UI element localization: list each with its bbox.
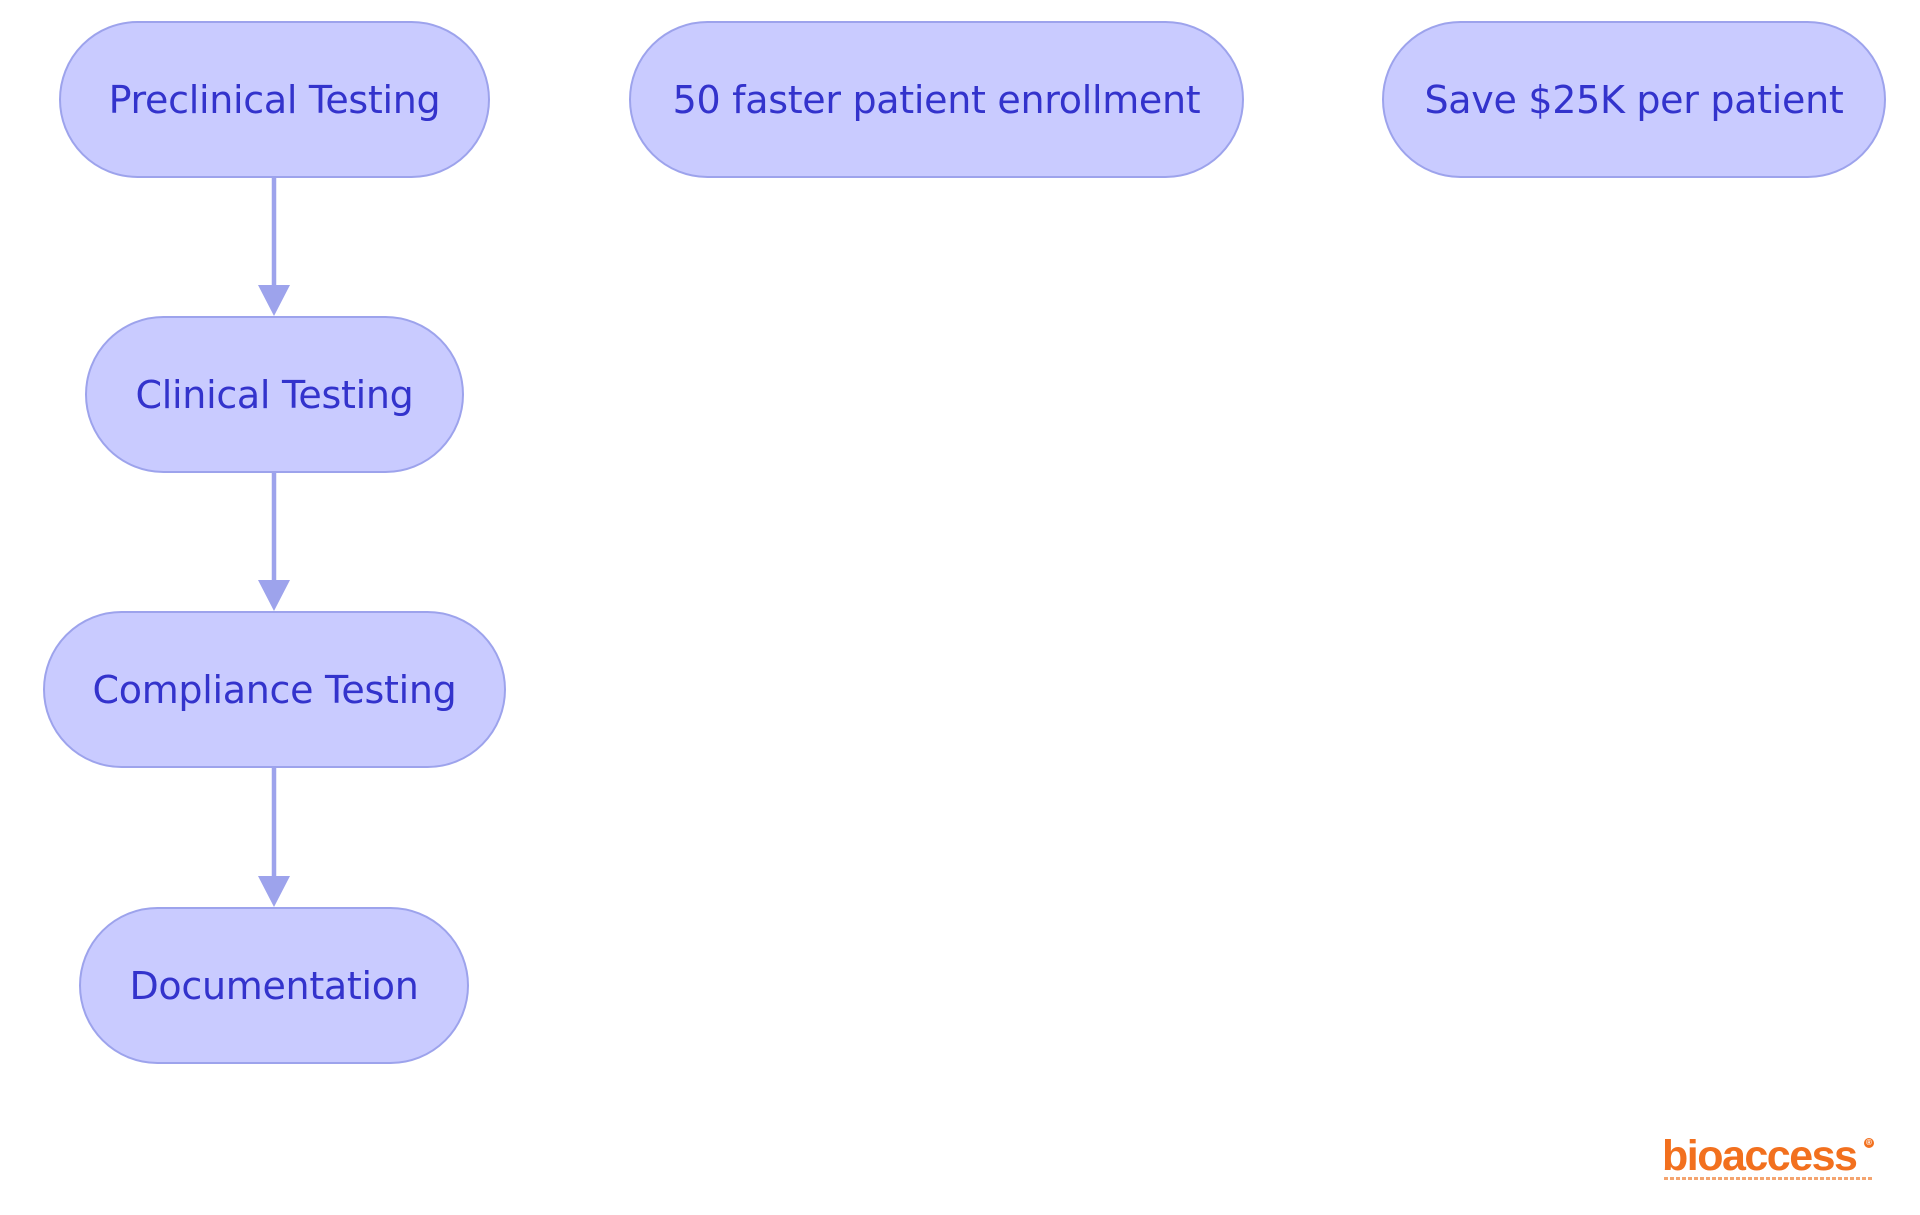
- node-cost-savings: Save $25K per patient: [1382, 21, 1886, 178]
- bioaccess-logo: bioaccess ®: [1660, 1135, 1880, 1187]
- node-label: Compliance Testing: [92, 667, 457, 712]
- arrowhead-icon: [258, 285, 290, 316]
- node-preclinical-testing: Preclinical Testing: [59, 21, 490, 178]
- arrowhead-icon: [258, 580, 290, 611]
- node-label: Save $25K per patient: [1424, 77, 1844, 122]
- logo-wordmark: bioaccess: [1662, 1132, 1858, 1180]
- logo-tagline: [1664, 1177, 1874, 1180]
- node-label: Documentation: [129, 963, 419, 1008]
- edge-preclinical-to-clinical: [258, 178, 290, 316]
- node-label: Clinical Testing: [135, 372, 414, 417]
- edge-clinical-to-compliance: [258, 473, 290, 611]
- node-documentation: Documentation: [79, 907, 469, 1064]
- registered-mark-icon: ®: [1864, 1138, 1874, 1148]
- node-label: 50 faster patient enrollment: [672, 77, 1201, 122]
- arrowhead-icon: [258, 876, 290, 907]
- node-compliance-testing: Compliance Testing: [43, 611, 506, 768]
- edge-compliance-to-documentation: [258, 768, 290, 907]
- node-label: Preclinical Testing: [108, 77, 441, 122]
- node-faster-enrollment: 50 faster patient enrollment: [629, 21, 1244, 178]
- node-clinical-testing: Clinical Testing: [85, 316, 464, 473]
